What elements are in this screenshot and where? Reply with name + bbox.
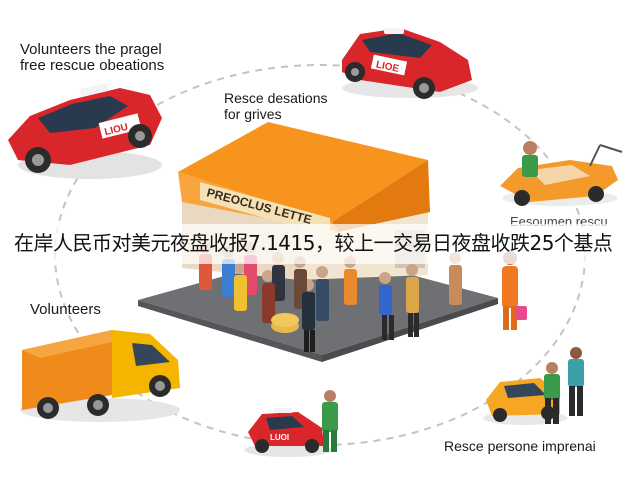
stall-roof [178,122,428,222]
red-car-bottom [244,390,338,457]
label-top-left-line1: Volunteers the pragel [20,41,162,58]
orange-car-bottom-right [483,347,584,425]
red-rescue-car-top-right [342,28,478,99]
red-rescue-car-top-left [8,83,162,179]
caption-text: 在岸人民币对美元夜盘收报7.1415，较上一交易日夜盘收跌25个基点 [14,231,613,255]
yellow-truck-left [20,330,180,422]
label-bottom-right: Resce persone imprenai [444,438,596,454]
orange-convertible-right [500,141,623,206]
caption-band [0,224,640,264]
label-top-left: Volunteers the pragel free rescue obeati… [20,42,164,74]
label-top-center-line1: Resce desations [224,90,328,106]
label-top-center-line2: for grives [224,106,282,122]
car-text-bottom: LUOI [270,433,289,442]
label-left: Volunteers [30,301,101,318]
label-top-center: Resce desations for grives [224,90,328,122]
car-text-top-right: LIOE [375,59,400,75]
label-top-left-line2: free rescue obeations [20,57,165,74]
